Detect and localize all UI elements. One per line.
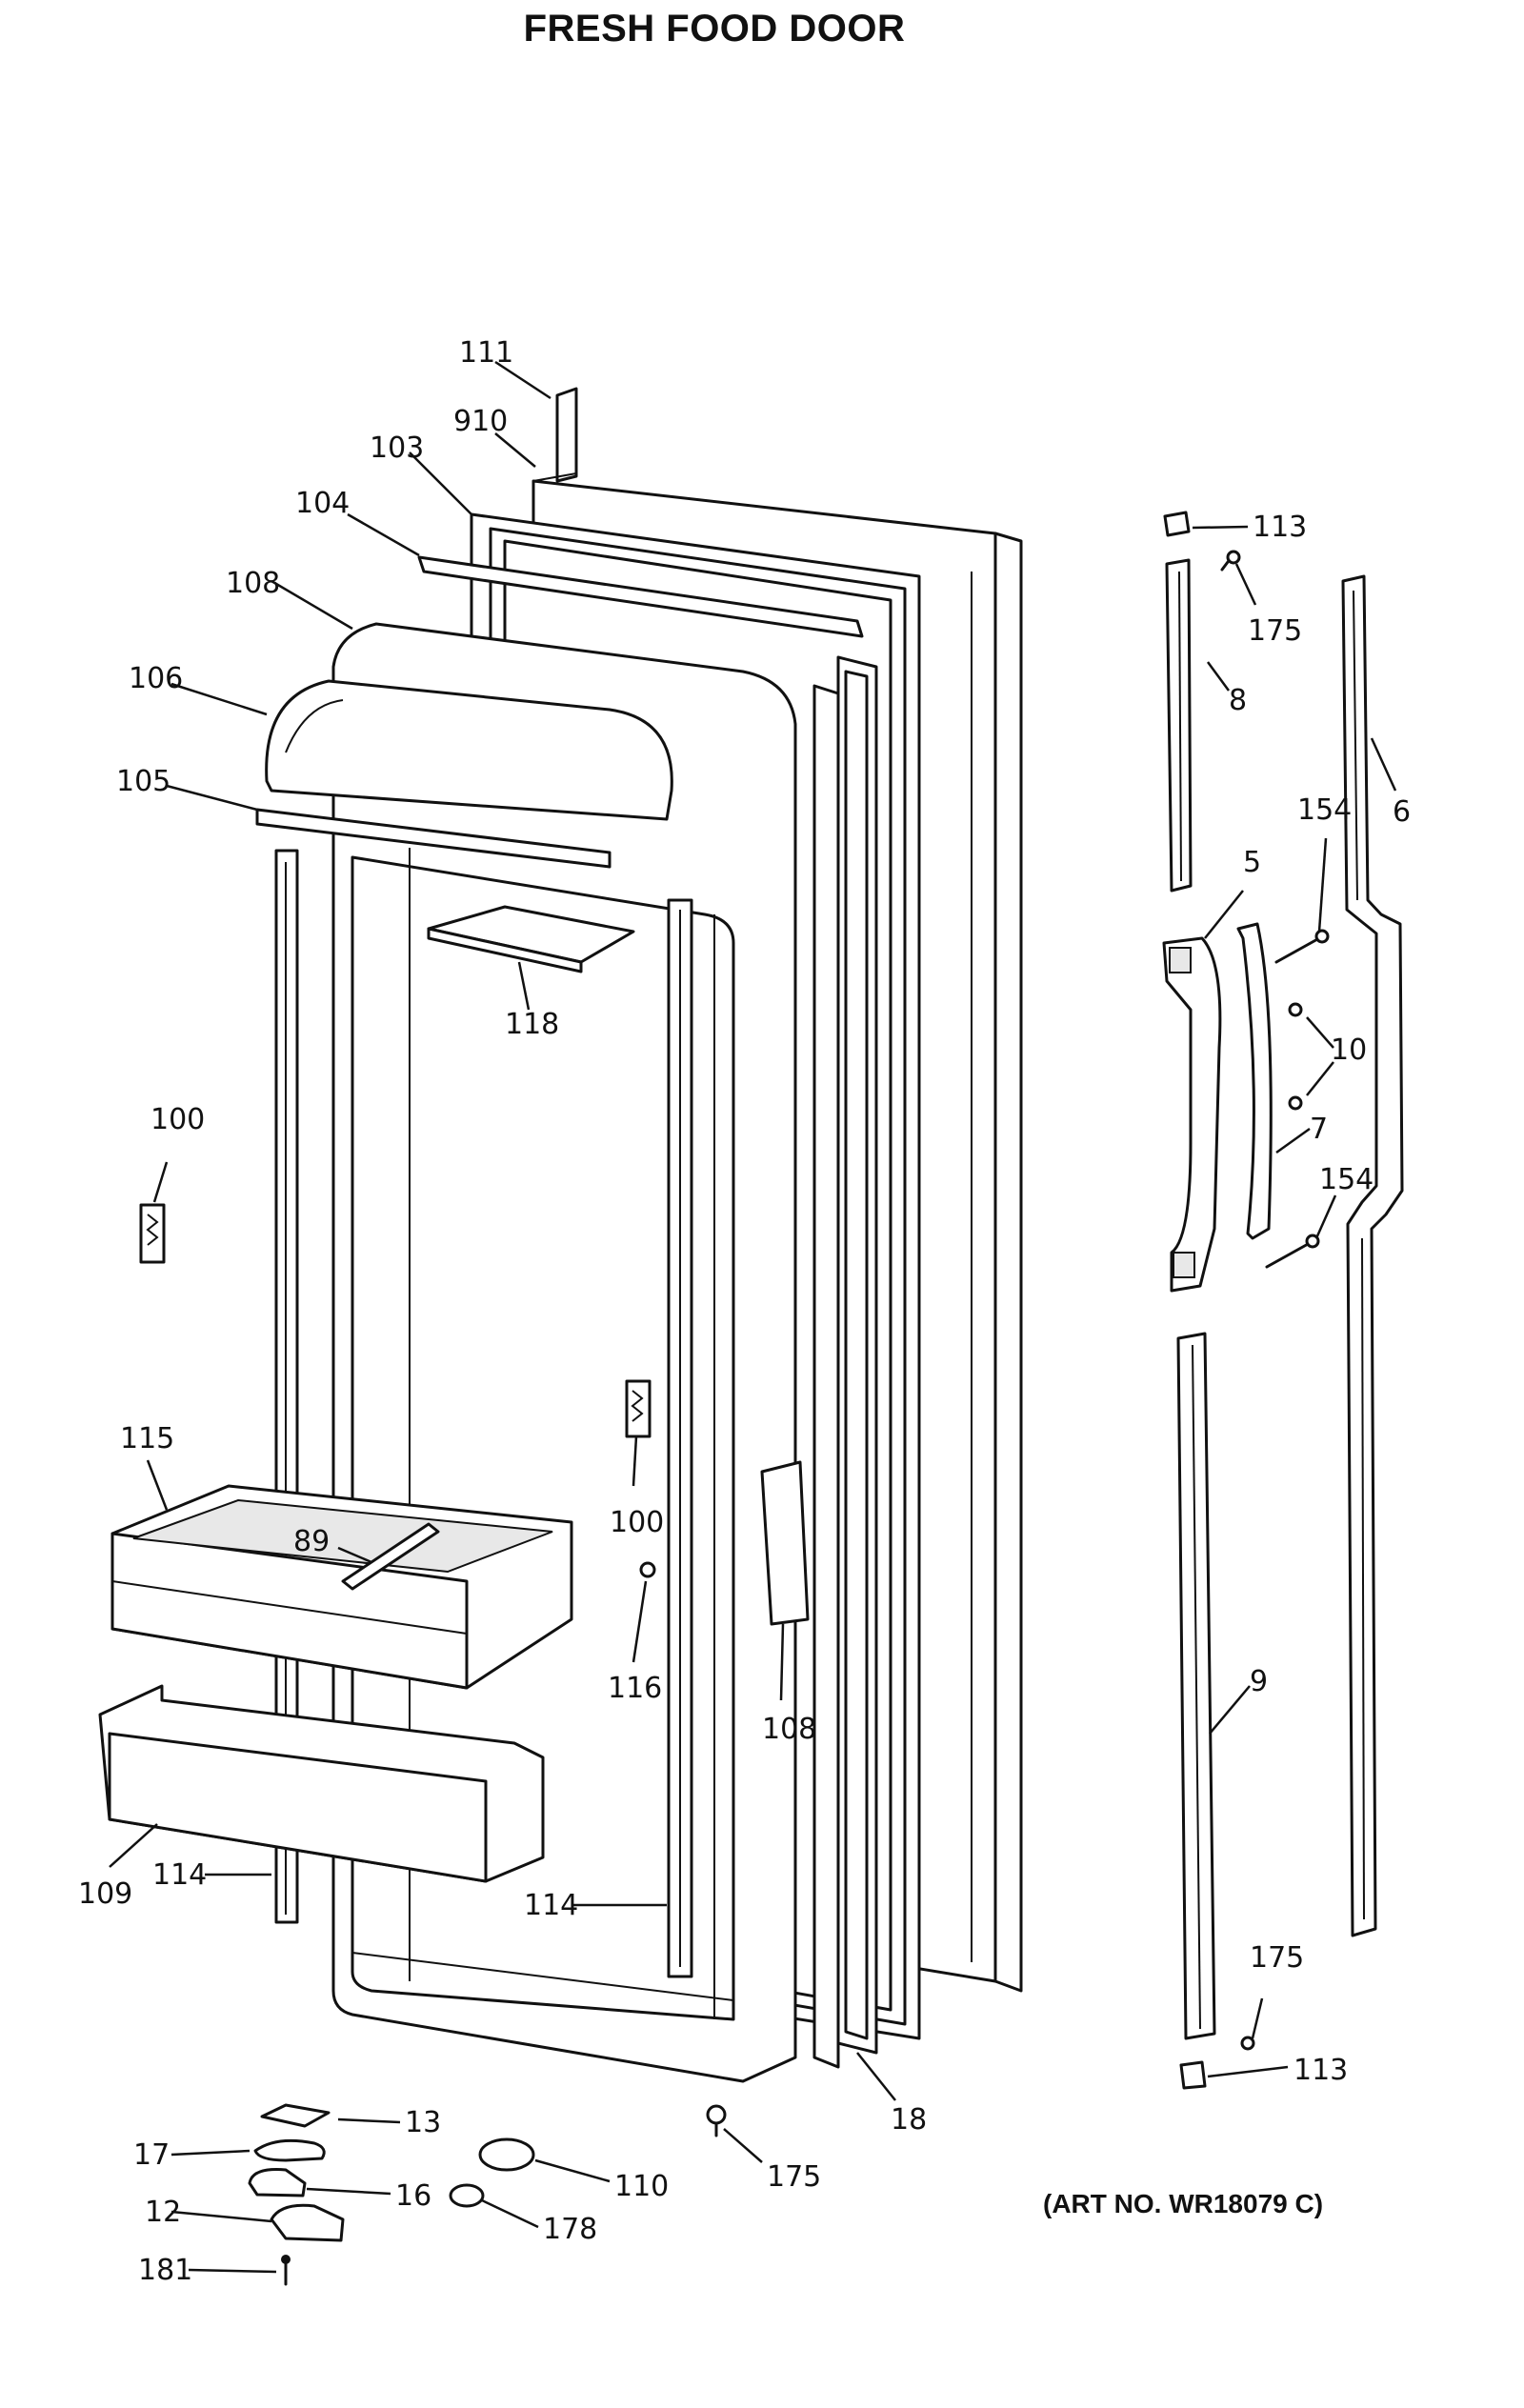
- clip-100-center: [625, 1379, 652, 1438]
- callout-12: 12: [145, 2196, 181, 2229]
- cam-110: [478, 2137, 535, 2172]
- diagram-title: FRESH FOOD DOOR: [523, 8, 906, 50]
- right-liner-rail-114: [667, 898, 693, 1978]
- top-trim-111: [532, 387, 578, 483]
- callout-175-top: 175: [1248, 614, 1302, 648]
- breaker-strip-104: [417, 555, 864, 638]
- callout-89: 89: [293, 1525, 330, 1558]
- liner-hinge-108: [760, 1460, 810, 1626]
- callout-7: 7: [1310, 1113, 1328, 1146]
- callout-17: 17: [133, 2138, 170, 2172]
- callout-114-center: 114: [524, 1889, 578, 1922]
- callout-116: 116: [608, 1672, 662, 1705]
- cap-113-top: [1163, 511, 1191, 537]
- callout-104: 104: [295, 487, 350, 520]
- callout-108-top: 108: [226, 567, 280, 600]
- part-116: [639, 1561, 656, 1578]
- screw-175-bottom: [706, 2104, 727, 2137]
- trim-8-upper: [1165, 558, 1193, 893]
- door-bin-115: [110, 1484, 573, 1690]
- callout-16: 16: [395, 2179, 431, 2213]
- divider-89: [341, 1522, 440, 1591]
- callout-100-left: 100: [150, 1103, 205, 1136]
- screw-175-lower-right: [1240, 2036, 1255, 2051]
- callout-100-center: 100: [610, 1506, 664, 1539]
- door-bin-109: [98, 1684, 545, 1883]
- screw-154-upper: [1274, 929, 1330, 964]
- callout-9: 9: [1250, 1665, 1268, 1698]
- part-16: [248, 2168, 307, 2197]
- handle-cover-6: [1341, 574, 1404, 1937]
- callout-175-lower-right: 175: [1250, 1941, 1304, 1975]
- callout-106: 106: [129, 662, 183, 695]
- callout-110: 110: [614, 2170, 669, 2203]
- part-12: [270, 2203, 345, 2242]
- callout-178: 178: [543, 2213, 597, 2246]
- shelf-118: [427, 905, 635, 973]
- bushing-178: [449, 2183, 485, 2208]
- callout-103: 103: [370, 431, 424, 465]
- callout-6: 6: [1393, 795, 1411, 829]
- trim-9-lower: [1176, 1332, 1216, 2040]
- callout-18: 18: [891, 2103, 927, 2137]
- callout-109: 109: [78, 1877, 132, 1911]
- callout-108-middle: 108: [762, 1713, 816, 1746]
- callout-111: 111: [459, 336, 513, 370]
- callout-105: 105: [116, 765, 170, 798]
- callout-910: 910: [453, 405, 508, 438]
- part-17: [253, 2138, 326, 2162]
- callout-113-bottom: 113: [1293, 2054, 1348, 2087]
- dairy-door-106: [255, 679, 673, 869]
- callout-154-upper: 154: [1297, 793, 1352, 827]
- art-number: (ART NO. WR18079 C): [1043, 2189, 1324, 2218]
- callout-181: 181: [138, 2254, 192, 2287]
- callout-13: 13: [405, 2106, 441, 2139]
- callout-5: 5: [1243, 846, 1261, 879]
- handle-insert-7: [1236, 922, 1273, 1240]
- cap-113-bottom: [1179, 2060, 1207, 2090]
- callout-114-left: 114: [152, 1858, 207, 1892]
- callout-10: 10: [1331, 1033, 1367, 1067]
- callout-154-lower: 154: [1319, 1163, 1374, 1196]
- callout-175-bottom: 175: [767, 2160, 821, 2194]
- clip-100-left: [139, 1203, 166, 1264]
- callout-115: 115: [120, 1422, 174, 1455]
- leader-lines: [109, 360, 1397, 2274]
- screw-175-top: [1220, 550, 1241, 572]
- callout-118: 118: [505, 1008, 559, 1041]
- right-vertical-strip-18: [812, 655, 878, 2069]
- hinge-parts-bottom: [248, 2103, 345, 2286]
- callout-8: 8: [1229, 684, 1247, 717]
- screw-154-lower: [1265, 1234, 1320, 1269]
- part-13: [260, 2103, 331, 2128]
- handle-5: [1162, 936, 1222, 1293]
- callout-113-top: 113: [1253, 511, 1307, 544]
- screws-10: [1288, 1002, 1303, 1111]
